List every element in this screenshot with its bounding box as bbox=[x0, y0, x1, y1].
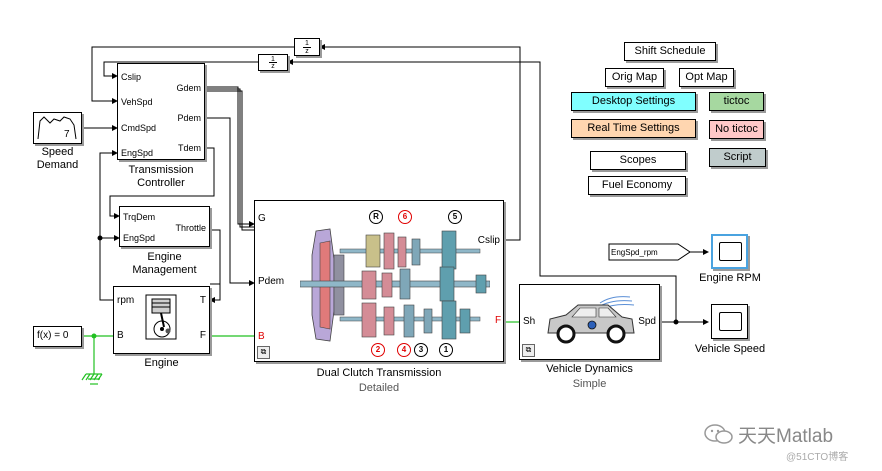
engine-piston-icon bbox=[145, 294, 177, 340]
tictoc-button[interactable]: tictoc bbox=[709, 92, 764, 111]
speed-demand-label: Speed Demand bbox=[36, 146, 79, 171]
port-engspd-em: EngSpd bbox=[123, 233, 156, 243]
port-spd: Spd bbox=[638, 316, 656, 327]
subsystem-link-icon[interactable]: ⧉ bbox=[257, 346, 270, 359]
unit-delay-top-den: z bbox=[305, 48, 309, 55]
vehicle-dynamics-label: Vehicle Dynamics bbox=[546, 363, 633, 375]
no-tictoc-button[interactable]: No tictoc bbox=[709, 120, 764, 139]
unit-delay-second-den: z bbox=[271, 63, 275, 70]
port-throttle: Throttle bbox=[175, 223, 206, 233]
unit-delay-top-num: 1 bbox=[305, 40, 309, 47]
engine-block[interactable]: rpm T B F bbox=[113, 286, 210, 354]
engine-management-block[interactable]: TrqDem EngSpd Throttle bbox=[119, 206, 210, 247]
port-engspd: EngSpd bbox=[121, 148, 154, 158]
unit-delay-second-num: 1 bbox=[271, 56, 275, 63]
gear-label-r: R bbox=[369, 210, 383, 224]
port-t: T bbox=[199, 295, 206, 306]
transmission-controller-label: Transmission Controller bbox=[128, 164, 194, 189]
vehicle-speed-scope[interactable] bbox=[711, 304, 748, 339]
speed-demand-value: 7 bbox=[64, 129, 70, 140]
subsystem-link-icon-vd[interactable]: ⧉ bbox=[522, 344, 535, 357]
dct-sublabel: Detailed bbox=[358, 382, 400, 394]
gear-label-5: 5 bbox=[448, 210, 462, 224]
port-gdem: Gdem bbox=[176, 83, 201, 93]
constant-block[interactable]: f(x) = 0 bbox=[33, 326, 82, 347]
watermark: 天天Matlab @51CTO博客 bbox=[704, 421, 874, 467]
goto-tag-label: EngSpd_rpm bbox=[611, 248, 658, 257]
unit-delay-second-bar bbox=[269, 62, 277, 63]
dual-clutch-transmission-block[interactable]: G Pdem B Cslip ⧉ bbox=[254, 200, 504, 362]
scope-screen-icon bbox=[719, 312, 742, 331]
engine-label: Engine bbox=[144, 357, 179, 369]
car-icon bbox=[547, 296, 635, 344]
engine-management-label: Engine Management bbox=[132, 251, 197, 276]
engine-rpm-scope[interactable] bbox=[711, 234, 748, 269]
port-g: G bbox=[258, 213, 266, 224]
port-trqdem: TrqDem bbox=[123, 212, 156, 222]
scopes-button[interactable]: Scopes bbox=[590, 151, 686, 170]
watermark-sub: @51CTO博客 bbox=[786, 452, 849, 463]
vehicle-speed-label: Vehicle Speed bbox=[694, 343, 766, 355]
unit-delay-top-bar bbox=[303, 47, 311, 48]
port-pdem: Pdem bbox=[177, 113, 201, 123]
gear-label-1: 1 bbox=[439, 343, 453, 357]
gear-label-6: 6 bbox=[398, 210, 412, 224]
port-cslip-out: Cslip bbox=[477, 235, 500, 246]
watermark-main: 天天Matlab bbox=[738, 426, 834, 447]
port-f-vehicle: F bbox=[495, 315, 502, 326]
port-rpm: rpm bbox=[117, 295, 135, 306]
port-vehspd: VehSpd bbox=[121, 97, 153, 107]
wechat-icon bbox=[704, 424, 733, 444]
port-cslip: Cslip bbox=[121, 72, 142, 82]
scope-screen-icon bbox=[719, 242, 742, 261]
port-tdem: Tdem bbox=[177, 143, 201, 153]
dct-label: Dual Clutch Transmission bbox=[316, 367, 442, 379]
orig-map-button[interactable]: Orig Map bbox=[605, 68, 664, 87]
constant-expr: f(x) = 0 bbox=[37, 330, 69, 341]
unit-delay-second[interactable]: 1 z bbox=[258, 54, 288, 71]
shift-schedule-button[interactable]: Shift Schedule bbox=[624, 42, 716, 61]
port-pdem-dct: Pdem bbox=[258, 276, 285, 287]
gear-label-4: 4 bbox=[397, 343, 411, 357]
opt-map-button[interactable]: Opt Map bbox=[679, 68, 734, 87]
port-b-dct: B bbox=[258, 331, 265, 342]
real-time-settings-button[interactable]: Real Time Settings bbox=[571, 119, 696, 138]
fuel-economy-button[interactable]: Fuel Economy bbox=[588, 176, 686, 195]
unit-delay-top[interactable]: 1 z bbox=[294, 38, 320, 56]
port-b: B bbox=[117, 330, 124, 341]
engine-rpm-label: Engine RPM bbox=[699, 272, 761, 284]
goto-tag-shape[interactable] bbox=[608, 243, 692, 261]
transmission-controller-block[interactable]: Cslip VehSpd CmdSpd EngSpd Gdem Pdem Tde… bbox=[117, 63, 205, 160]
port-f: F bbox=[199, 330, 206, 341]
vehicle-dynamics-sublabel: Simple bbox=[572, 378, 607, 390]
desktop-settings-button[interactable]: Desktop Settings bbox=[571, 92, 696, 111]
port-sh: Sh bbox=[523, 316, 536, 327]
port-cmdspd: CmdSpd bbox=[121, 123, 157, 133]
gear-label-2: 2 bbox=[371, 343, 385, 357]
gear-label-3: 3 bbox=[414, 343, 428, 357]
vehicle-dynamics-block[interactable]: Sh Spd ⧉ bbox=[519, 284, 660, 360]
speed-demand-block[interactable]: 7 bbox=[33, 112, 82, 144]
gearbox-illustration bbox=[300, 228, 490, 342]
script-button[interactable]: Script bbox=[709, 148, 766, 167]
signal-builder-icon bbox=[37, 116, 77, 140]
